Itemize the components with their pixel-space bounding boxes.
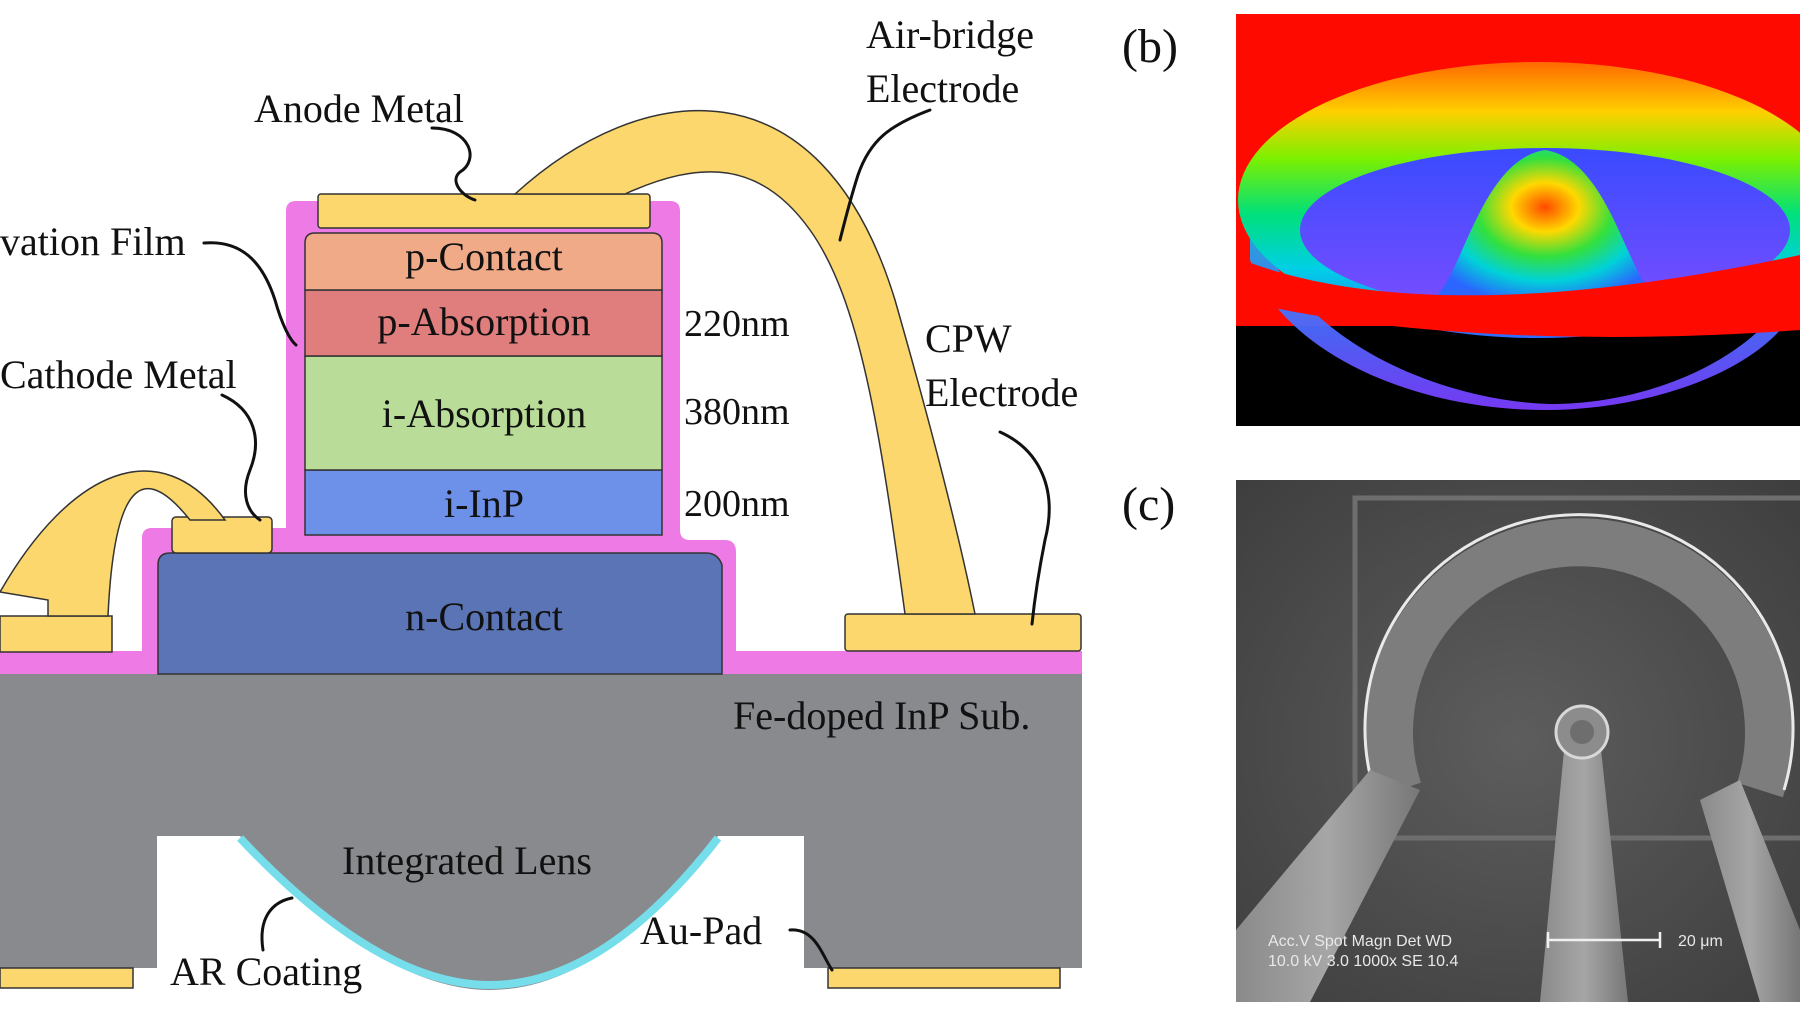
- label-cpw-line2: Electrode: [925, 370, 1078, 415]
- anode-metal: [317, 193, 651, 229]
- sem-info-row2: 10.0 kV 3.0 1000x SE 10.4: [1268, 953, 1458, 970]
- layer-i-inp: [304, 469, 663, 536]
- label-layer-n-contact: n-Contact: [405, 594, 563, 639]
- leader-air-bridge: [838, 108, 932, 242]
- label-ar-coating: AR Coating: [170, 949, 362, 994]
- layer-p-contact: [304, 232, 663, 291]
- sem-scale-label: 20 μm: [1678, 933, 1723, 950]
- leader-cathode-metal: [220, 393, 262, 522]
- sem-micrograph: Acc.V Spot Magn Det WD 10.0 kV 3.0 1000x…: [1236, 480, 1800, 1002]
- label-air-bridge-line1: Air-bridge: [866, 12, 1034, 57]
- thickness-i-inp: 200nm: [684, 483, 790, 525]
- cpw-electrode-right-pad: [844, 613, 1082, 652]
- label-au-pad: Au-Pad: [640, 908, 762, 953]
- layer-n-contact: [157, 552, 723, 675]
- leader-ar-coating: [260, 896, 294, 952]
- label-air-bridge-line2: Electrode: [866, 66, 1019, 111]
- panel-c-label: (c): [1122, 478, 1175, 531]
- thickness-p-absorption: 220nm: [684, 303, 790, 345]
- cathode-air-bridge: [0, 470, 227, 617]
- label-substrate: Fe-doped InP Sub.: [733, 693, 1030, 738]
- label-layer-p-contact: p-Contact: [405, 234, 563, 279]
- leader-passivation-film: [202, 241, 298, 347]
- label-layer-i-absorption: i-Absorption: [382, 391, 586, 436]
- cpw-electrode-left-pad: [0, 615, 113, 653]
- label-anode-metal: Anode Metal: [254, 86, 464, 131]
- au-pad-left: [0, 967, 134, 989]
- label-cathode-metal: Cathode Metal: [0, 352, 237, 397]
- label-integrated-lens: Integrated Lens: [342, 838, 592, 883]
- label-passivation-film: vation Film: [0, 219, 186, 264]
- thickness-i-absorption: 380nm: [684, 391, 790, 433]
- label-layer-p-absorption: p-Absorption: [377, 299, 590, 344]
- cross-section-diagram: Anode Metal vation Film Cathode Metal Ai…: [0, 12, 1082, 994]
- air-bridge-electrode: [513, 109, 976, 615]
- leader-anode-metal: [430, 126, 477, 202]
- au-pad-right: [827, 967, 1061, 989]
- cathode-metal: [171, 516, 273, 554]
- field-distribution-image: [1236, 14, 1800, 426]
- layer-p-absorption: [304, 289, 663, 357]
- fe-doped-inp-substrate: [0, 674, 1082, 990]
- sem-info-row1: Acc.V Spot Magn Det WD: [1268, 933, 1452, 950]
- leader-cpw-electrode: [998, 430, 1051, 626]
- panel-b-label: (b): [1122, 20, 1178, 73]
- label-cpw-line1: CPW: [925, 316, 1012, 361]
- leader-au-pad: [788, 928, 834, 972]
- label-layer-i-inp: i-InP: [444, 481, 524, 526]
- ar-coating-layer: [237, 835, 722, 990]
